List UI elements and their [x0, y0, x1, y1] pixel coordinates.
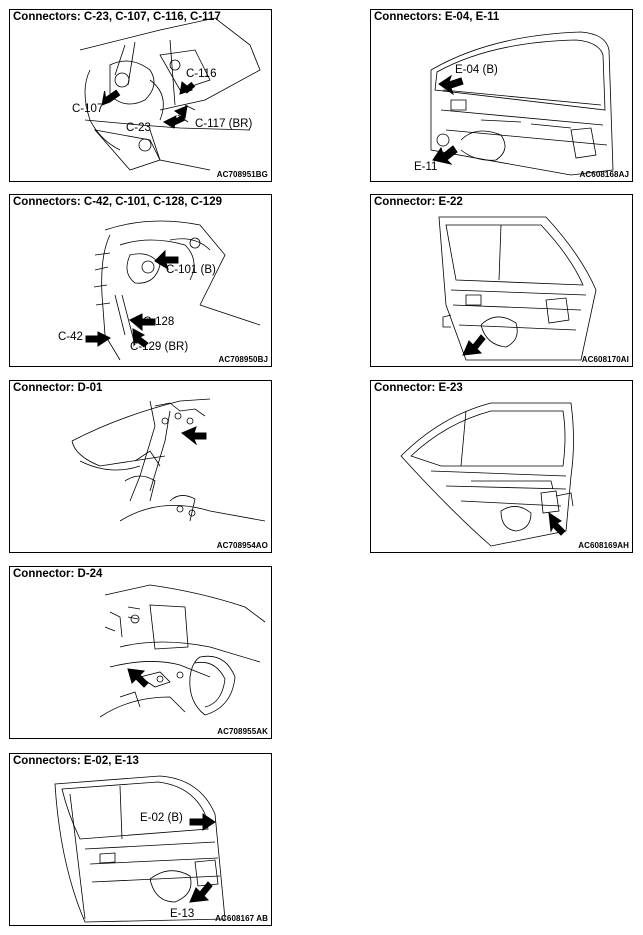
- dashboard-wiring-illustration: [79, 17, 261, 171]
- callout-c101: C-101 (B): [166, 264, 216, 276]
- callout-c42: C-42: [58, 331, 83, 343]
- panel-title: Connector: D-01: [13, 382, 103, 394]
- figure-code: AC708951BG: [216, 170, 268, 179]
- panel-e23: Connector: E-23 AC608169AH: [370, 380, 633, 553]
- figure-code: AC608169AH: [578, 541, 629, 550]
- figure-code: AC608167 AB: [215, 914, 268, 923]
- callout-e02: E-02 (B): [140, 812, 183, 824]
- panel-title: Connector: E-23: [374, 382, 463, 394]
- front-door-left-illustration: [54, 775, 226, 923]
- callout-c23: C-23: [126, 122, 151, 134]
- panel-e22: Connector: E-22 AC608170AI: [370, 194, 633, 367]
- instrument-panel-wiring-illustration: [85, 220, 261, 361]
- callout-c129: C-129 (BR): [130, 341, 189, 353]
- figure-code: AC708955AK: [217, 727, 268, 736]
- panel-c23-c107-c116-c117: Connectors: C-23, C-107, C-116, C-117 C-…: [9, 9, 272, 182]
- panel-d01: Connector: D-01 AC708954AO: [9, 380, 272, 553]
- panel-d24: Connector: D-24 AC708955AK: [9, 566, 272, 739]
- panel-e02-e13: Connectors: E-02, E-13 E-02 (B) E-13 AC6…: [9, 753, 272, 926]
- callout-c117: C-117 (BR): [195, 118, 253, 130]
- callout-c107: C-107: [72, 103, 104, 115]
- pillar-wiring-illustration: [71, 398, 266, 522]
- figure-code: AC608170AI: [581, 355, 629, 364]
- front-door-illustration: [430, 31, 614, 176]
- panel-c42-c101-c128-c129: Connectors: C-42, C-101, C-128, C-129 C-…: [9, 194, 272, 367]
- figure-code: AC708950BJ: [218, 355, 268, 364]
- panel-title: Connectors: E-02, E-13: [13, 755, 139, 767]
- panel-title: Connectors: E-04, E-11: [374, 11, 500, 23]
- panel-title: Connector: D-24: [13, 568, 103, 580]
- callout-e13: E-13: [170, 908, 195, 920]
- panel-title: Connectors: C-23, C-107, C-116, C-117: [13, 11, 221, 23]
- callout-c128: C-128: [143, 316, 175, 328]
- callout-e04: E-04 (B): [455, 64, 498, 76]
- panel-title: Connectors: C-42, C-101, C-128, C-129: [13, 196, 222, 208]
- figure-code: AC708954AO: [216, 541, 268, 550]
- panel-title: Connector: E-22: [374, 196, 463, 208]
- rear-door-illustration: [438, 216, 597, 361]
- panel-e04-e11: Connectors: E-04, E-11 E-04 (B) E-11 AC6…: [370, 9, 633, 182]
- quarter-panel-wiring-illustration: [99, 584, 266, 718]
- callout-e11: E-11: [414, 161, 438, 173]
- callout-c116: C-116: [186, 68, 217, 80]
- figure-code: AC608168AJ: [579, 170, 629, 179]
- rear-door-right-illustration: [400, 402, 574, 547]
